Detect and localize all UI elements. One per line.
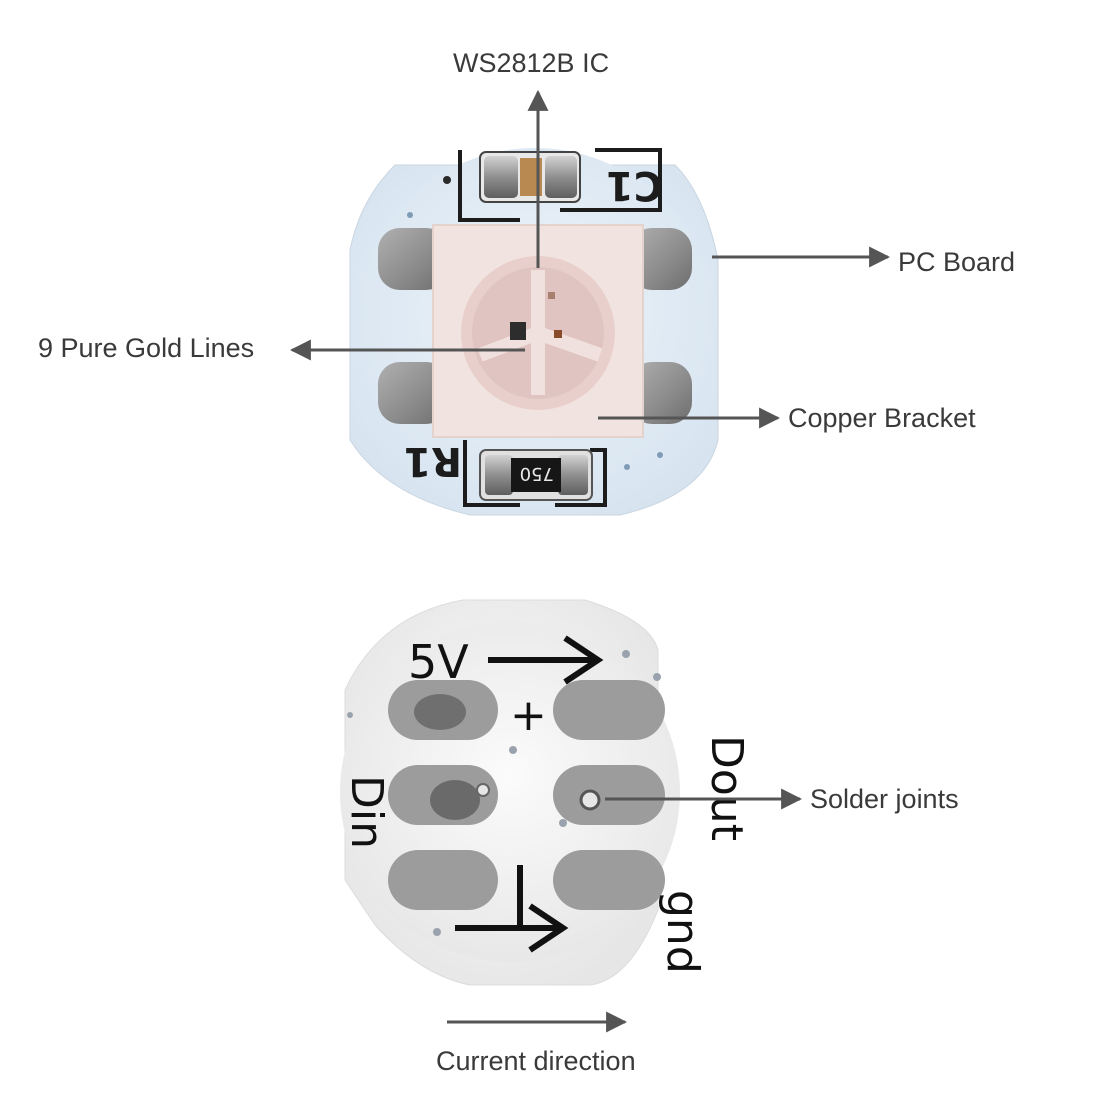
back-gnd-text: gnd (657, 890, 708, 974)
resistor-body (511, 458, 561, 492)
back-dout-text: Dout (701, 735, 752, 841)
front-board-dot (443, 176, 451, 184)
led-package (432, 224, 644, 438)
back-plus-text: + (510, 690, 547, 741)
solder-pad-gnd-in (388, 850, 498, 910)
resistor-pad-right (558, 455, 588, 495)
current-direction-label: Current direction (436, 1046, 636, 1076)
copper-bracket-label: Copper Bracket (788, 403, 976, 433)
front-board-via (407, 212, 413, 218)
solder-pad-vcc-out (553, 680, 665, 740)
front-board-via (624, 464, 630, 470)
back-board-via (559, 819, 567, 827)
led-solder-pads (378, 228, 692, 424)
back-solder-joints (388, 680, 665, 910)
ws2812b-ic-label: WS2812B IC (453, 48, 610, 78)
gold-lines-label: 9 Pure Gold Lines (38, 333, 255, 363)
back-din-text: Din (341, 775, 392, 849)
capacitor-reference-text: C1 (606, 162, 663, 208)
back-gnd-arrowhead (528, 903, 569, 953)
resistor-value-text: 750 (520, 463, 554, 484)
solder-pad-shadow (414, 694, 466, 730)
led-chip (548, 292, 555, 299)
via-hole (579, 789, 601, 811)
ic-die (510, 322, 526, 340)
pc-board-label: PC Board (898, 247, 1016, 277)
back-board-via (347, 712, 353, 718)
lead-frame (477, 270, 603, 395)
back-board-via (653, 673, 661, 681)
solder-pad-dout (553, 765, 665, 825)
solder-joints-label: Solder joints (810, 784, 959, 814)
back-vcc-text: 5V (408, 635, 469, 689)
solder-pad-gnd-out (553, 850, 665, 910)
resistor-reference-text: R1 (403, 438, 462, 484)
capacitor-pad-left (484, 156, 518, 198)
back-vcc-arrowhead (563, 635, 604, 685)
resistor-pad-left (485, 455, 513, 495)
solder-pad-shadow (430, 780, 480, 820)
front-board-via (657, 452, 663, 458)
led-chip (554, 330, 562, 338)
back-board-via (509, 746, 517, 754)
via-hole (476, 783, 490, 797)
back-board-via (433, 928, 441, 936)
back-board-via (622, 650, 630, 658)
resistor-silkscreen: 750 R1 (403, 438, 607, 507)
capacitor-pad-right (545, 156, 577, 198)
